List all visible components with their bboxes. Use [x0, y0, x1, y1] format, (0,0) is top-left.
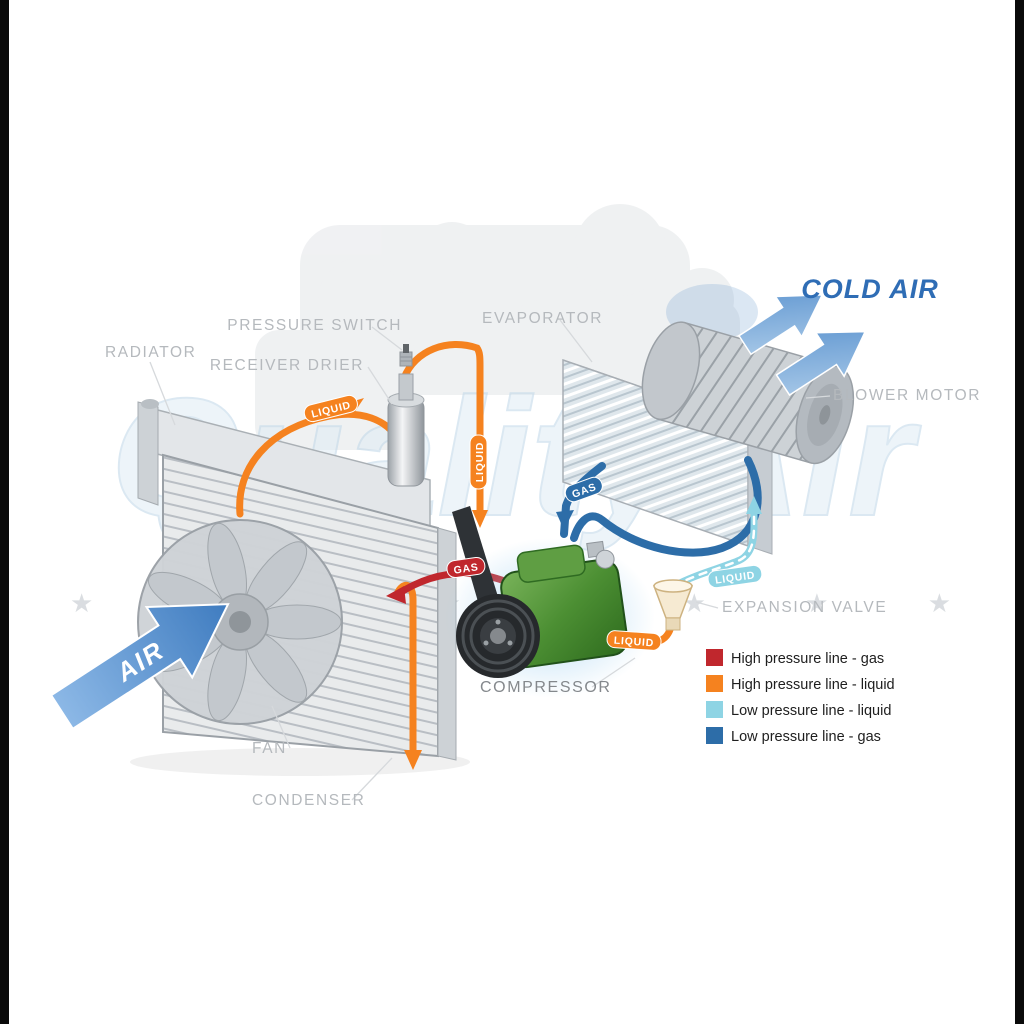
condenser-label: CONDENSER	[252, 792, 365, 809]
expansion-valve-label: EXPANSION VALVE	[722, 599, 887, 616]
fan-label: FAN	[252, 740, 287, 757]
legend-item-lp-liquid: Low pressure line - liquid	[706, 701, 891, 719]
red-flow-arrow	[386, 586, 406, 604]
pressure-switch	[399, 344, 413, 367]
right-edge-bar	[1015, 0, 1024, 1024]
low-pressure-liquid-line-dashes	[672, 506, 756, 588]
blue-flow-arrow	[556, 510, 574, 530]
svg-text:Low pressure line - liquid: Low pressure line - liquid	[731, 703, 891, 719]
pipe-label-liquid-orange-2: LIQUID	[469, 434, 488, 490]
blower-motor-label: BLOWER MOTOR	[833, 387, 981, 404]
pipe-label-liquid-orange-3: LIQUID	[606, 630, 662, 651]
legend-item-lp-gas: Low pressure line - gas	[706, 727, 881, 745]
cold-air-arrow-2	[775, 330, 867, 397]
legend-swatch-lp-liquid	[706, 701, 723, 718]
lightblue-flow-arrow	[746, 496, 762, 514]
svg-text:LIQUID: LIQUID	[474, 442, 486, 482]
pressure-switch-label: PRESSURE SWITCH	[227, 317, 402, 334]
legend-swatch-lp-gas	[706, 727, 723, 744]
legend-item-hp-liquid: High pressure line - liquid	[706, 675, 895, 693]
receiver-drier-label: RECEIVER DRIER	[210, 357, 364, 374]
legend-item-hp-gas: High pressure line - gas	[706, 649, 884, 667]
cold-air-label: COLD AIR	[801, 274, 939, 304]
radiator-label: RADIATOR	[105, 344, 196, 361]
pipe-labels: LIQUID LIQUID LIQUID LIQUID GAS GAS	[303, 394, 763, 651]
radiator-filler-cap	[141, 399, 159, 409]
svg-text:GAS: GAS	[453, 561, 480, 576]
pipe-label-liquid-lightblue: LIQUID	[707, 564, 763, 589]
pipe-label-gas-red: GAS	[446, 556, 486, 579]
expansion-valve	[652, 579, 694, 631]
radiator	[137, 399, 431, 529]
compressor-label: COMPRESSOR	[480, 679, 612, 696]
cold-air: COLD AIR	[737, 274, 939, 397]
cold-air-arrow-1	[737, 294, 824, 356]
left-edge-bar	[0, 0, 9, 1024]
label-leader-lines	[149, 319, 831, 801]
svg-text:High pressure line - gas: High pressure line - gas	[731, 651, 884, 667]
evaporator-label: EVAPORATOR	[482, 310, 603, 327]
compressor	[445, 506, 655, 698]
svg-text:Low pressure line - gas: Low pressure line - gas	[731, 729, 881, 745]
receiver-drier	[387, 344, 425, 487]
legend: High pressure line - gas High pressure l…	[706, 649, 895, 745]
svg-text:LIQUID: LIQUID	[714, 569, 756, 587]
compressor-pulley	[456, 594, 540, 678]
legend-swatch-hp-gas	[706, 649, 723, 666]
svg-text:LIQUID: LIQUID	[613, 635, 654, 650]
legend-swatch-hp-liquid	[706, 675, 723, 692]
svg-text:High pressure line - liquid: High pressure line - liquid	[731, 677, 895, 693]
blower-motor	[641, 321, 855, 465]
pipe-label-gas-blue: GAS	[564, 476, 603, 503]
